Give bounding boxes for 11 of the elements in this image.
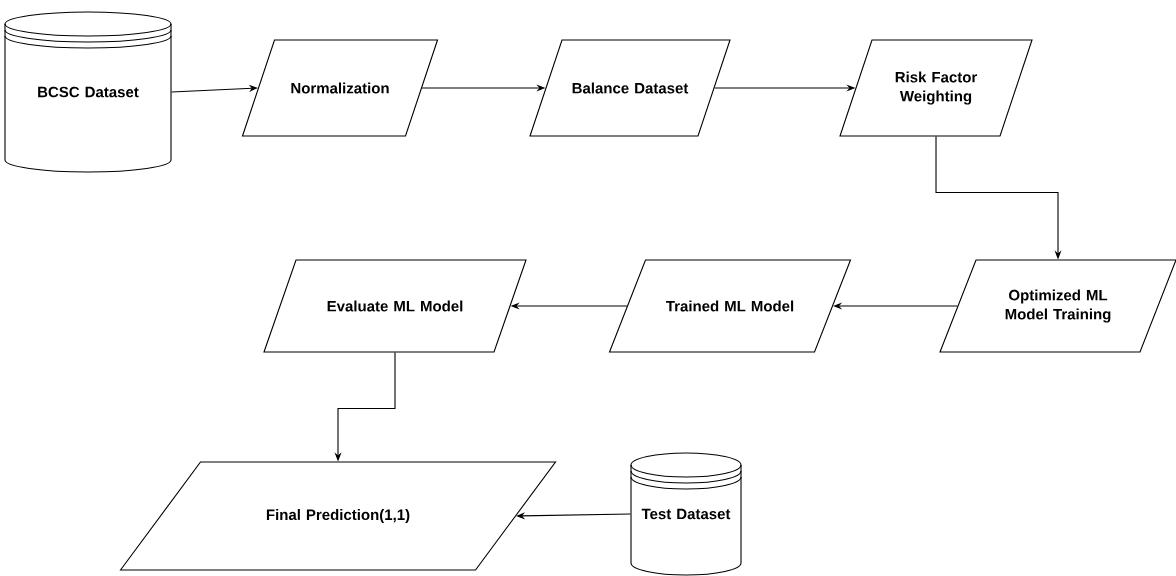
node-label: BCSC Dataset bbox=[38, 86, 139, 98]
data-parallelogram: Final Prediction(1,1) bbox=[119, 461, 557, 571]
data-parallelogram: Risk Factor Weighting bbox=[839, 39, 1033, 137]
node-label: Test Dataset bbox=[641, 508, 731, 520]
data-parallelogram: Evaluate ML Model bbox=[263, 259, 527, 353]
data-parallelogram: Balance Dataset bbox=[529, 39, 731, 137]
database-cylinder: Test Dataset bbox=[630, 452, 742, 576]
data-parallelogram: Optimized ML Model Training bbox=[939, 259, 1176, 353]
data-parallelogram: Normalization bbox=[241, 39, 439, 137]
data-parallelogram: Trained ML Model bbox=[608, 259, 852, 353]
database-cylinder: BCSC Dataset bbox=[4, 11, 172, 173]
